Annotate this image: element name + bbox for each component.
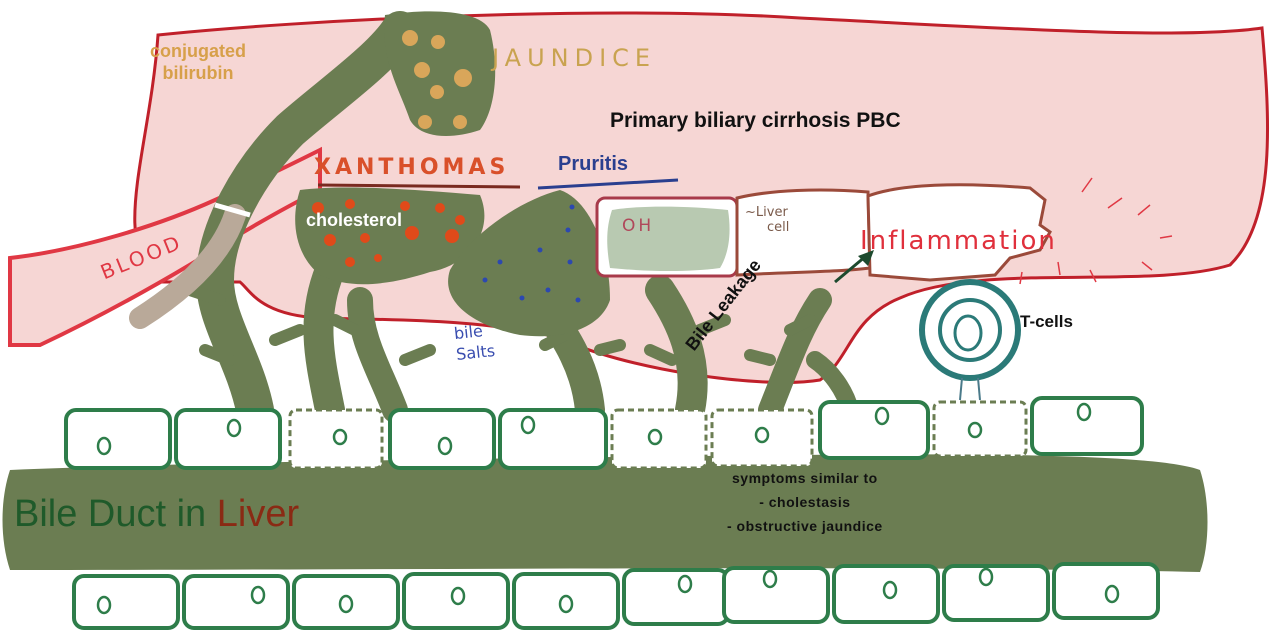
oh-label: OH xyxy=(622,216,654,236)
bile-salts-label: bile Salts xyxy=(453,319,496,365)
conjugated-label-line1: conjugated xyxy=(150,40,246,62)
symptoms-note: symptoms similar to - cholestasis - obst… xyxy=(727,466,883,538)
conjugated-bilirubin-label: conjugated bilirubin xyxy=(150,40,246,84)
pruritis-label: Pruritis xyxy=(558,153,628,176)
inflammation-label: Inflammation xyxy=(860,226,1057,256)
duct-cells-lower xyxy=(74,564,1158,628)
t-cells-label: T-cells xyxy=(1020,312,1073,332)
diagram-title: Primary biliary cirrhosis PBC xyxy=(610,109,901,133)
bile-salts-line2: Salts xyxy=(455,340,496,365)
bile-duct-label: Bile Duct in Liver xyxy=(14,493,299,536)
xanthomas-label: XANTHOMAS xyxy=(314,155,509,180)
cholesterol-label: cholesterol xyxy=(306,210,402,231)
symptoms-line: symptoms similar to xyxy=(727,466,883,490)
liver-cell-line1: ~Liver xyxy=(745,205,789,220)
liver-text: Liver xyxy=(217,493,299,535)
liver-cell-label: ~Liver cell xyxy=(745,205,789,235)
bile-duct-text: Bile Duct in xyxy=(14,493,217,535)
jaundice-label: JAUNDICE xyxy=(492,44,656,72)
t-cell xyxy=(922,282,1018,400)
symptoms-line: - cholestasis xyxy=(727,490,883,514)
liver-cell-line2: cell xyxy=(745,220,789,235)
symptoms-line: - obstructive jaundice xyxy=(727,514,883,538)
conjugated-label-line2: bilirubin xyxy=(150,62,246,84)
xanthomas-underline xyxy=(318,185,520,187)
